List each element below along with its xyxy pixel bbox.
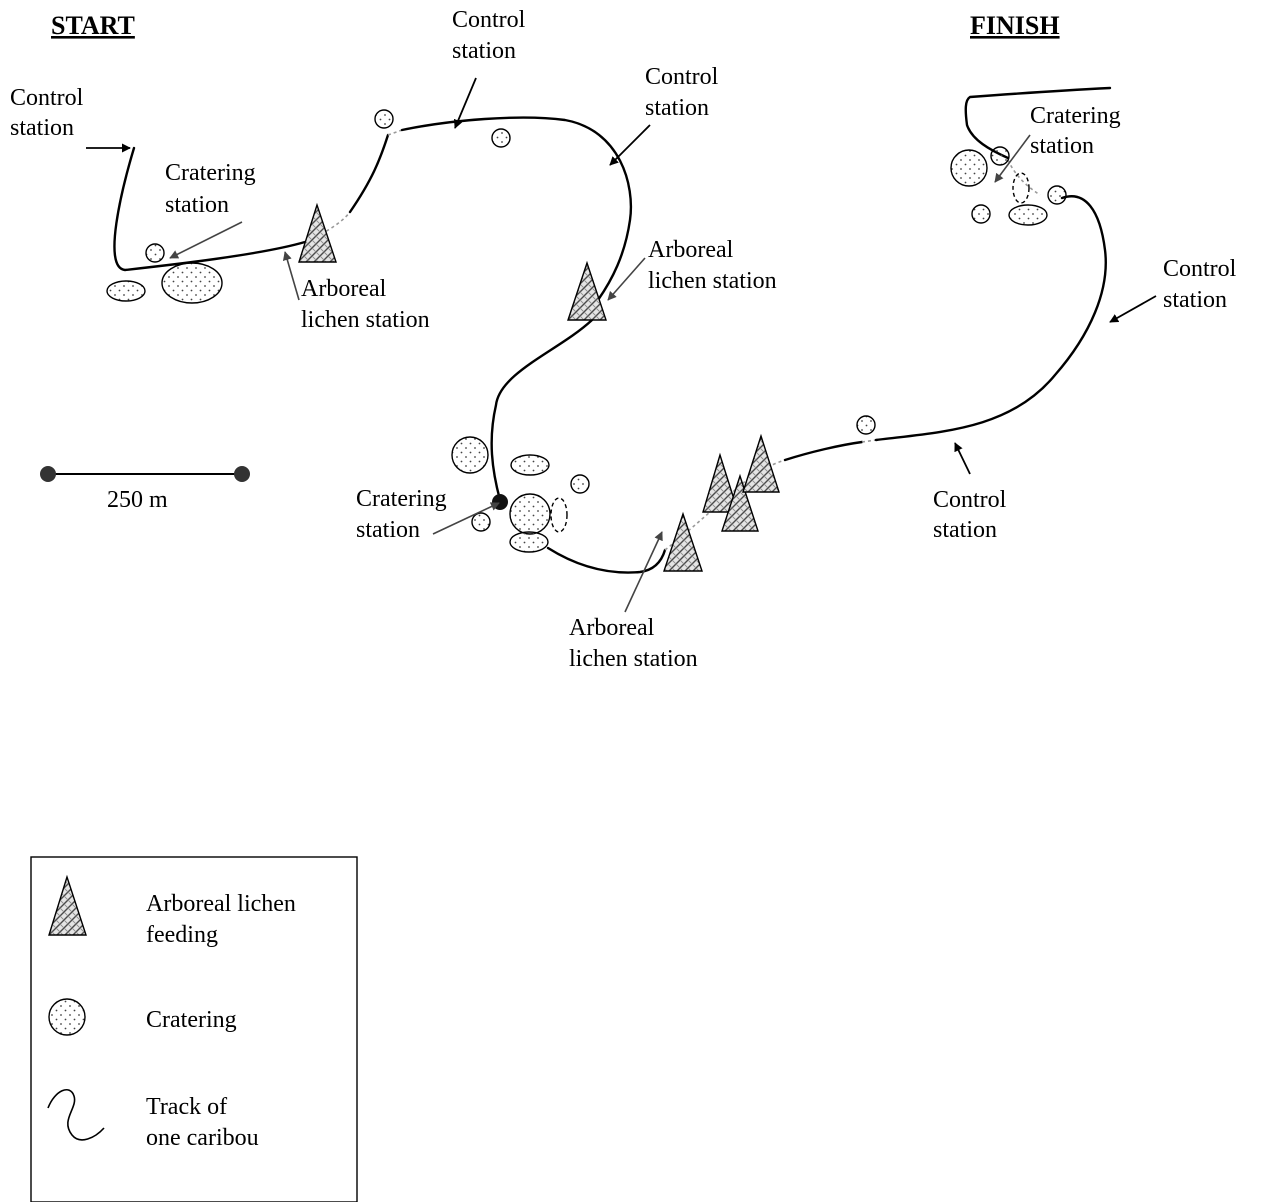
crater-outline xyxy=(550,497,568,533)
arboreal-triangle xyxy=(663,511,703,572)
pointer-control-3 xyxy=(609,124,651,166)
pointer-cratering-2 xyxy=(432,502,500,535)
finish-heading: FINISH xyxy=(970,11,1060,40)
crater-oval xyxy=(1008,204,1048,226)
pointer-control-2 xyxy=(453,77,477,129)
arboreal-lichen-triangle-icon xyxy=(48,874,87,936)
legend-label-cratering: Cratering xyxy=(146,1007,237,1033)
arboreal-lichen-triangles xyxy=(298,202,780,572)
label-cratering-station-2: Cratering station xyxy=(356,486,453,543)
label-arboreal-lichen-station-1: Arboreal lichen station xyxy=(301,276,430,333)
legend-label-track: Track of one caribou xyxy=(146,1094,259,1151)
crater-oval xyxy=(509,531,549,553)
crater-small xyxy=(1047,185,1067,205)
legend-label-arboreal: Arboreal lichen feeding xyxy=(146,891,302,948)
scale-bar: 250 m xyxy=(40,466,250,513)
crater-group-start xyxy=(106,243,223,304)
label-control-station-3: Control station xyxy=(645,64,724,121)
pointer-cratering-1 xyxy=(169,221,243,259)
legend-box xyxy=(30,856,358,1202)
crater-oval xyxy=(106,280,146,302)
label-control-station-4: Control station xyxy=(1163,256,1242,313)
label-cratering-station-3: Cratering station xyxy=(1030,103,1127,159)
track-point xyxy=(492,494,508,510)
arboreal-triangle xyxy=(742,433,780,493)
pointer-control-4 xyxy=(1109,295,1157,323)
crater-small xyxy=(570,474,590,494)
start-heading: START xyxy=(51,11,135,40)
label-cratering-station-1: Cratering station xyxy=(165,160,262,218)
crater-small xyxy=(856,415,876,435)
pointer-arboreal-1 xyxy=(282,251,300,301)
crater-group-finish xyxy=(950,146,1067,226)
pointer-control-5 xyxy=(954,442,971,475)
crater-small xyxy=(374,109,394,129)
crater-outline xyxy=(1012,172,1030,204)
arboreal-triangle xyxy=(298,202,337,263)
cratering-circle-icon xyxy=(48,998,86,1036)
crater-medium xyxy=(451,436,489,474)
legend: Arboreal lichen feeding Cratering Track … xyxy=(30,856,358,1202)
crater-small xyxy=(990,146,1010,166)
crater-small xyxy=(145,243,165,263)
arboreal-triangle xyxy=(721,473,759,532)
caribou-track-icon xyxy=(47,1088,105,1141)
scale-bar-label: 250 m xyxy=(107,487,168,513)
arboreal-triangle xyxy=(567,260,607,321)
caribou-track xyxy=(113,86,1112,574)
crater-small xyxy=(491,128,511,148)
crater-medium xyxy=(950,149,988,187)
label-control-station-2: Control station xyxy=(452,7,531,64)
pointer-cratering-3 xyxy=(994,134,1031,183)
crater-large xyxy=(509,493,551,535)
pointer-arboreal-3 xyxy=(624,531,663,613)
crater-group-middle xyxy=(451,436,590,553)
scale-bar-endpoint xyxy=(234,466,250,482)
scale-bar-endpoint xyxy=(40,466,56,482)
crater-small xyxy=(971,204,991,224)
label-arboreal-lichen-station-2: Arboreal lichen station xyxy=(648,237,777,294)
arboreal-triangle xyxy=(702,452,739,513)
pointer-arboreal-2 xyxy=(607,257,646,301)
label-control-station-5: Control station xyxy=(933,487,1012,543)
crater-oval xyxy=(510,454,550,476)
label-control-station-1: Control station xyxy=(10,85,89,141)
crater-large xyxy=(161,262,223,304)
label-arboreal-lichen-station-3: Arboreal lichen station xyxy=(569,615,698,672)
crater-small xyxy=(471,512,491,532)
